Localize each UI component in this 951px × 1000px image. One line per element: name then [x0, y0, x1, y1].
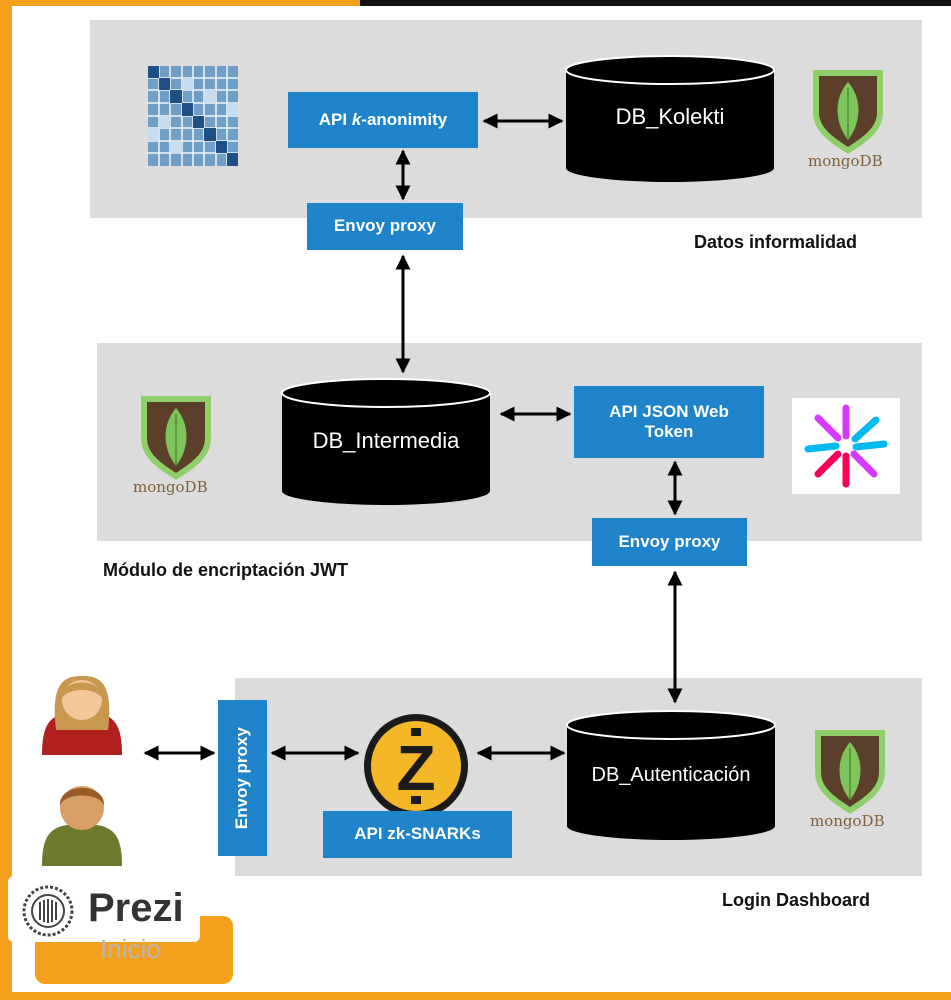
caption-datos-informalidad: Datos informalidad	[694, 232, 858, 252]
api-k-anonimity-box: API k-anonimity	[288, 92, 478, 148]
envoy-proxy-box-vertical: Envoy proxy	[218, 700, 267, 856]
mongodb-wordmark: mongoDB	[133, 478, 208, 496]
mongodb-wordmark: mongoDB	[808, 152, 883, 170]
db-kolekti-cylinder	[565, 55, 775, 182]
caption-login-dashboard: Login Dashboard	[722, 890, 870, 910]
envoy-proxy-box-middle: Envoy proxy	[592, 518, 747, 566]
prezi-brand: Prezi	[88, 886, 184, 930]
svg-text:Z: Z	[396, 732, 435, 804]
mongodb-wordmark: mongoDB	[810, 812, 885, 830]
api-k-anonimity-label: API k-anonimity	[318, 109, 448, 129]
user-male-icon	[42, 786, 122, 866]
jwt-panel	[97, 343, 922, 541]
db-intermedia-label: DB_Intermedia	[312, 428, 460, 453]
caption-modulo-jwt: Módulo de encriptación JWT	[103, 560, 349, 580]
mongodb-leaf-icon	[141, 396, 211, 480]
prezi-logo-icon	[22, 885, 74, 937]
user-female-icon	[42, 676, 122, 755]
jwt-logo-icon	[792, 398, 900, 494]
envoy-proxy-box-top: Envoy proxy	[307, 203, 463, 250]
matrix-icon	[148, 66, 238, 166]
mongodb-leaf-icon	[815, 730, 885, 814]
db-kolekti-label: DB_Kolekti	[615, 104, 725, 129]
zcash-logo-icon: Z	[364, 714, 468, 818]
api-jwt-box: API JSON Web Token	[574, 386, 764, 458]
envoy-proxy-vertical-label: Envoy proxy	[232, 726, 252, 830]
top-edge	[360, 0, 951, 6]
prezi-inicio-label[interactable]: Inicio	[100, 934, 161, 964]
api-jwt-label-line1: API JSON Web	[609, 401, 729, 421]
db-autenticacion-label: DB_Autenticación	[591, 764, 751, 786]
mongodb-leaf-icon	[813, 70, 883, 154]
api-jwt-label-line2: Token	[644, 422, 694, 441]
db-intermedia-cylinder	[281, 378, 491, 505]
connection-arrows	[143, 113, 683, 761]
api-zk-snarks-box: API zk-SNARKs	[323, 811, 512, 858]
db-autenticacion-cylinder	[566, 710, 776, 840]
